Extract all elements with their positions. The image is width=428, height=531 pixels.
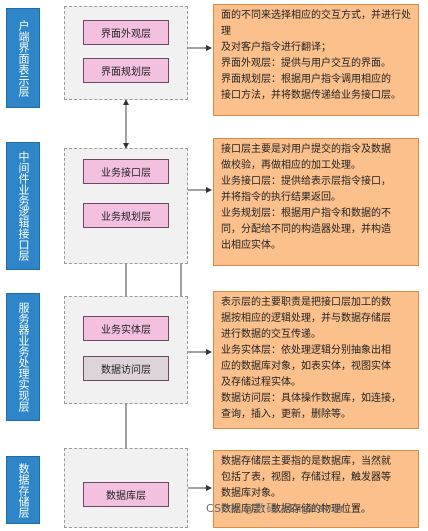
note-line: 做校验，再做相应的加工处理。: [221, 160, 361, 171]
note-line: 据按相应的逻辑处理，并与数据存储层: [221, 313, 391, 324]
tier-presentation: 户端界面表示层: [6, 8, 40, 108]
box-data-access: 数据访问层: [83, 356, 169, 381]
note-line: 接口方法，并将数据传递给业务接口层。: [221, 90, 401, 101]
box-ui-planning: 界面规划层: [83, 58, 169, 83]
note-business: 表示层的主要职责是把接口层加工的数 据按相应的逻辑处理，并与数据存储层 进行数据…: [213, 291, 419, 429]
tier-business-label: 服务器业务处理实现层: [17, 302, 30, 412]
tier-interface: 中间件业务逻辑接口层: [6, 142, 40, 270]
note-line: 面的不同来选择相应的交互方式，并进行处理: [221, 10, 411, 37]
note-line: 界面规划层：根据用户指令调用相应的: [221, 74, 391, 85]
note-line: 数据库层：数据存储的物理位置。: [221, 504, 371, 515]
note-line: 接口层主要是对用户提交的指令及数据: [221, 144, 391, 155]
note-line: 数据存储层主要指的是数据库，当然就: [221, 456, 391, 467]
note-line: 查询，插入，更新，删除等。: [221, 409, 351, 420]
note-line: 业务实体层：依处理逻辑分别抽象出相: [221, 345, 391, 356]
note-line: 同，分配给不同的构造器处理，并构造: [221, 224, 391, 235]
note-line: 数据访问层：具体操作数据库，如连接，: [221, 393, 401, 404]
box-database: 数据库层: [83, 482, 169, 507]
note-interface: 接口层主要是对用户提交的指令及数据 做校验，再做相应的加工处理。 业务接口层：提…: [213, 138, 419, 266]
box-ui-appearance: 界面外观层: [83, 20, 169, 45]
note-line: 表示层的主要职责是把接口层加工的数: [221, 297, 391, 308]
note-line: 及对客户指令进行翻译；: [221, 42, 331, 53]
note-line: 包括了表，视图，存储过程，触发器等: [221, 472, 391, 483]
note-line: 及存储过程实体。: [221, 377, 301, 388]
note-presentation: 面的不同来选择相应的交互方式，并进行处理 及对客户指令进行翻译； 界面外观层：提…: [213, 4, 419, 116]
tier-presentation-label: 户端界面表示层: [17, 19, 30, 97]
note-line: 进行数据的交互传递。: [221, 329, 321, 340]
tier-interface-label: 中间件业务逻辑接口层: [17, 151, 30, 261]
zone-business: [64, 296, 188, 404]
note-line: 并将指令的执行结果返回。: [221, 192, 341, 203]
box-business-entity: 业务实体层: [83, 316, 169, 341]
note-line: 应的数据库对象，如表实体，视图实体: [221, 361, 391, 372]
box-business-planning: 业务规划层: [83, 203, 169, 228]
note-storage: 数据存储层主要指的是数据库，当然就 包括了表，视图，存储过程，触发器等 数据库对…: [213, 450, 419, 528]
tier-storage-label: 数据存储层: [17, 462, 30, 518]
note-line: 业务规划层：根据用户指令和数据的不: [221, 208, 391, 219]
note-line: 数据库对象。: [221, 488, 281, 499]
note-line: 界面外观层：提供与用户交互的界面。: [221, 58, 391, 69]
note-line: 业务接口层：提供给表示层指令接口，: [221, 176, 391, 187]
tier-business: 服务器业务处理实现层: [6, 293, 40, 421]
note-line: 出相应实体。: [221, 240, 281, 251]
box-business-interface: 业务接口层: [83, 159, 169, 184]
tier-storage: 数据存储层: [6, 456, 40, 524]
watermark: CSDN @数码人Digital or: [206, 502, 345, 515]
